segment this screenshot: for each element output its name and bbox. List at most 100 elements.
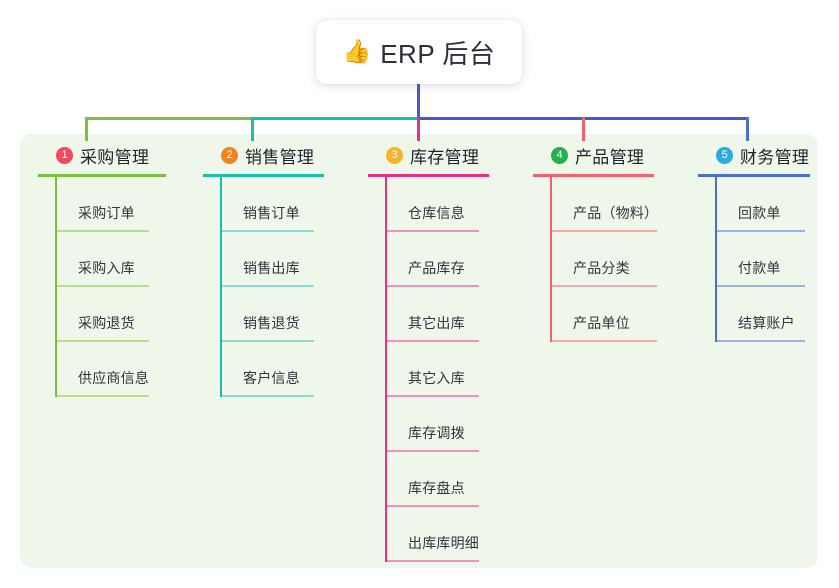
leaf-item-label: 销售订单 xyxy=(243,205,300,221)
leaf-item-label: 结算账户 xyxy=(738,315,795,331)
branch-spine-2 xyxy=(220,177,222,397)
branch-items-1: 采购订单采购入库采购退货供应商信息 xyxy=(38,177,188,397)
branch-items-4: 产品（物料） 产品分类产品单位 xyxy=(533,177,693,342)
leaf-item[interactable]: 其它出库 xyxy=(370,287,518,342)
branch-items-3: 仓库信息产品库存其它出库其它入库库存调拨库存盘点出库库明细 xyxy=(368,177,518,562)
branch-badge-1: 1 xyxy=(56,146,73,164)
leaf-item-label: 采购入库 xyxy=(78,260,135,276)
leaf-item-underline xyxy=(387,230,479,232)
leaf-item-label: 采购退货 xyxy=(78,315,135,331)
leaf-item-label: 供应商信息 xyxy=(78,370,149,386)
leaf-item-label: 产品库存 xyxy=(408,260,465,276)
leaf-item-underline xyxy=(552,230,657,232)
branch-column-1: 1 采购管理采购订单采购入库采购退货供应商信息 xyxy=(38,142,188,397)
leaf-item[interactable]: 销售退货 xyxy=(205,287,353,342)
branch-title-3: 库存管理 xyxy=(410,147,480,167)
leaf-item-underline xyxy=(57,340,149,342)
trunk-seg-2 xyxy=(251,117,417,120)
leaf-item-underline xyxy=(222,285,314,287)
leaf-item[interactable]: 产品分类 xyxy=(535,232,693,287)
branch-underline-3 xyxy=(368,174,489,177)
leaf-item[interactable]: 库存盘点 xyxy=(370,452,518,507)
leaf-item-underline xyxy=(222,395,314,397)
branch-items-2: 销售订单销售出库销售退货客户信息 xyxy=(203,177,353,397)
leaf-item-label: 产品单位 xyxy=(573,315,630,331)
branch-underline-4 xyxy=(533,174,654,177)
leaf-item-underline xyxy=(717,340,805,342)
leaf-item[interactable]: 销售出库 xyxy=(205,232,353,287)
branch-title-4: 产品管理 xyxy=(575,147,645,167)
leaf-item-underline xyxy=(387,560,479,562)
leaf-item-underline xyxy=(387,285,479,287)
leaf-item-underline xyxy=(387,505,479,507)
leaf-item-label: 其它入库 xyxy=(408,370,465,386)
leaf-item[interactable]: 采购订单 xyxy=(40,177,188,232)
branch-badge-3: 3 xyxy=(386,146,403,164)
leaf-item-label: 采购订单 xyxy=(78,205,135,221)
branch-underline-2 xyxy=(203,174,324,177)
leaf-item[interactable]: 其它入库 xyxy=(370,342,518,397)
leaf-item-underline xyxy=(387,395,479,397)
leaf-item-label: 产品（物料） xyxy=(573,205,659,221)
branch-title-5: 财务管理 xyxy=(740,147,810,167)
branch-column-4: 4 产品管理产品（物料） 产品分类产品单位 xyxy=(533,142,693,342)
root-node-label: ERP 后台 xyxy=(380,38,496,69)
leaf-item-underline xyxy=(222,340,314,342)
leaf-item[interactable]: 回款单 xyxy=(700,177,839,232)
leaf-item[interactable]: 采购退货 xyxy=(40,287,188,342)
branch-header-2[interactable]: 2 销售管理 xyxy=(203,142,353,168)
branch-header-1[interactable]: 1 采购管理 xyxy=(38,142,188,168)
branch-column-3: 3 库存管理仓库信息产品库存其它出库其它入库库存调拨库存盘点出库库明细 xyxy=(368,142,518,562)
leaf-item[interactable]: 结算账户 xyxy=(700,287,839,342)
leaf-item-label: 库存调拨 xyxy=(408,425,465,441)
branch-header-3[interactable]: 3 库存管理 xyxy=(368,142,518,168)
leaf-item-underline xyxy=(387,450,479,452)
branch-spine-1 xyxy=(55,177,57,397)
branch-spine-5 xyxy=(715,177,717,342)
branch-title-2: 销售管理 xyxy=(245,147,315,167)
root-node-erp-backend[interactable]: 👍 ERP 后台 xyxy=(316,20,522,84)
leaf-item-label: 产品分类 xyxy=(573,260,630,276)
leaf-item[interactable]: 付款单 xyxy=(700,232,839,287)
leaf-item-label: 仓库信息 xyxy=(408,205,465,221)
leaf-item-label: 回款单 xyxy=(738,205,781,221)
leaf-item-label: 客户信息 xyxy=(243,370,300,386)
branch-column-2: 2 销售管理销售订单销售出库销售退货客户信息 xyxy=(203,142,353,397)
leaf-item[interactable]: 库存调拨 xyxy=(370,397,518,452)
leaf-item[interactable]: 仓库信息 xyxy=(370,177,518,232)
leaf-item-label: 付款单 xyxy=(738,260,781,276)
branch-header-4[interactable]: 4 产品管理 xyxy=(533,142,693,168)
branch-title-1: 采购管理 xyxy=(80,147,150,167)
drop-col-4 xyxy=(582,117,585,141)
leaf-item-label: 其它出库 xyxy=(408,315,465,331)
leaf-item-label: 销售出库 xyxy=(243,260,300,276)
leaf-item[interactable]: 销售订单 xyxy=(205,177,353,232)
branch-badge-2: 2 xyxy=(221,146,238,164)
leaf-item[interactable]: 采购入库 xyxy=(40,232,188,287)
leaf-item-underline xyxy=(57,285,149,287)
leaf-item[interactable]: 产品库存 xyxy=(370,232,518,287)
leaf-item[interactable]: 客户信息 xyxy=(205,342,353,397)
leaf-item-underline xyxy=(717,230,805,232)
leaf-item-underline xyxy=(387,340,479,342)
drop-col-5 xyxy=(746,117,749,141)
root-trunk-line xyxy=(417,84,420,119)
branch-spine-4 xyxy=(550,177,552,342)
leaf-item[interactable]: 出库库明细 xyxy=(370,507,518,562)
leaf-item[interactable]: 产品（物料） xyxy=(535,177,693,232)
leaf-item-underline xyxy=(717,285,805,287)
branch-underline-1 xyxy=(38,174,166,177)
branch-badge-4: 4 xyxy=(551,146,568,164)
leaf-item-underline xyxy=(57,395,149,397)
leaf-item-underline xyxy=(57,230,149,232)
leaf-item[interactable]: 产品单位 xyxy=(535,287,693,342)
drop-col-3 xyxy=(417,117,420,141)
drop-col-1 xyxy=(85,117,88,141)
branch-badge-5: 5 xyxy=(716,146,733,164)
leaf-item-underline xyxy=(552,340,657,342)
branch-header-5[interactable]: 5 财务管理 xyxy=(698,142,839,168)
branch-spine-3 xyxy=(385,177,387,562)
leaf-item[interactable]: 供应商信息 xyxy=(40,342,188,397)
drop-col-2 xyxy=(251,117,254,141)
diagram-background-panel xyxy=(20,134,818,568)
